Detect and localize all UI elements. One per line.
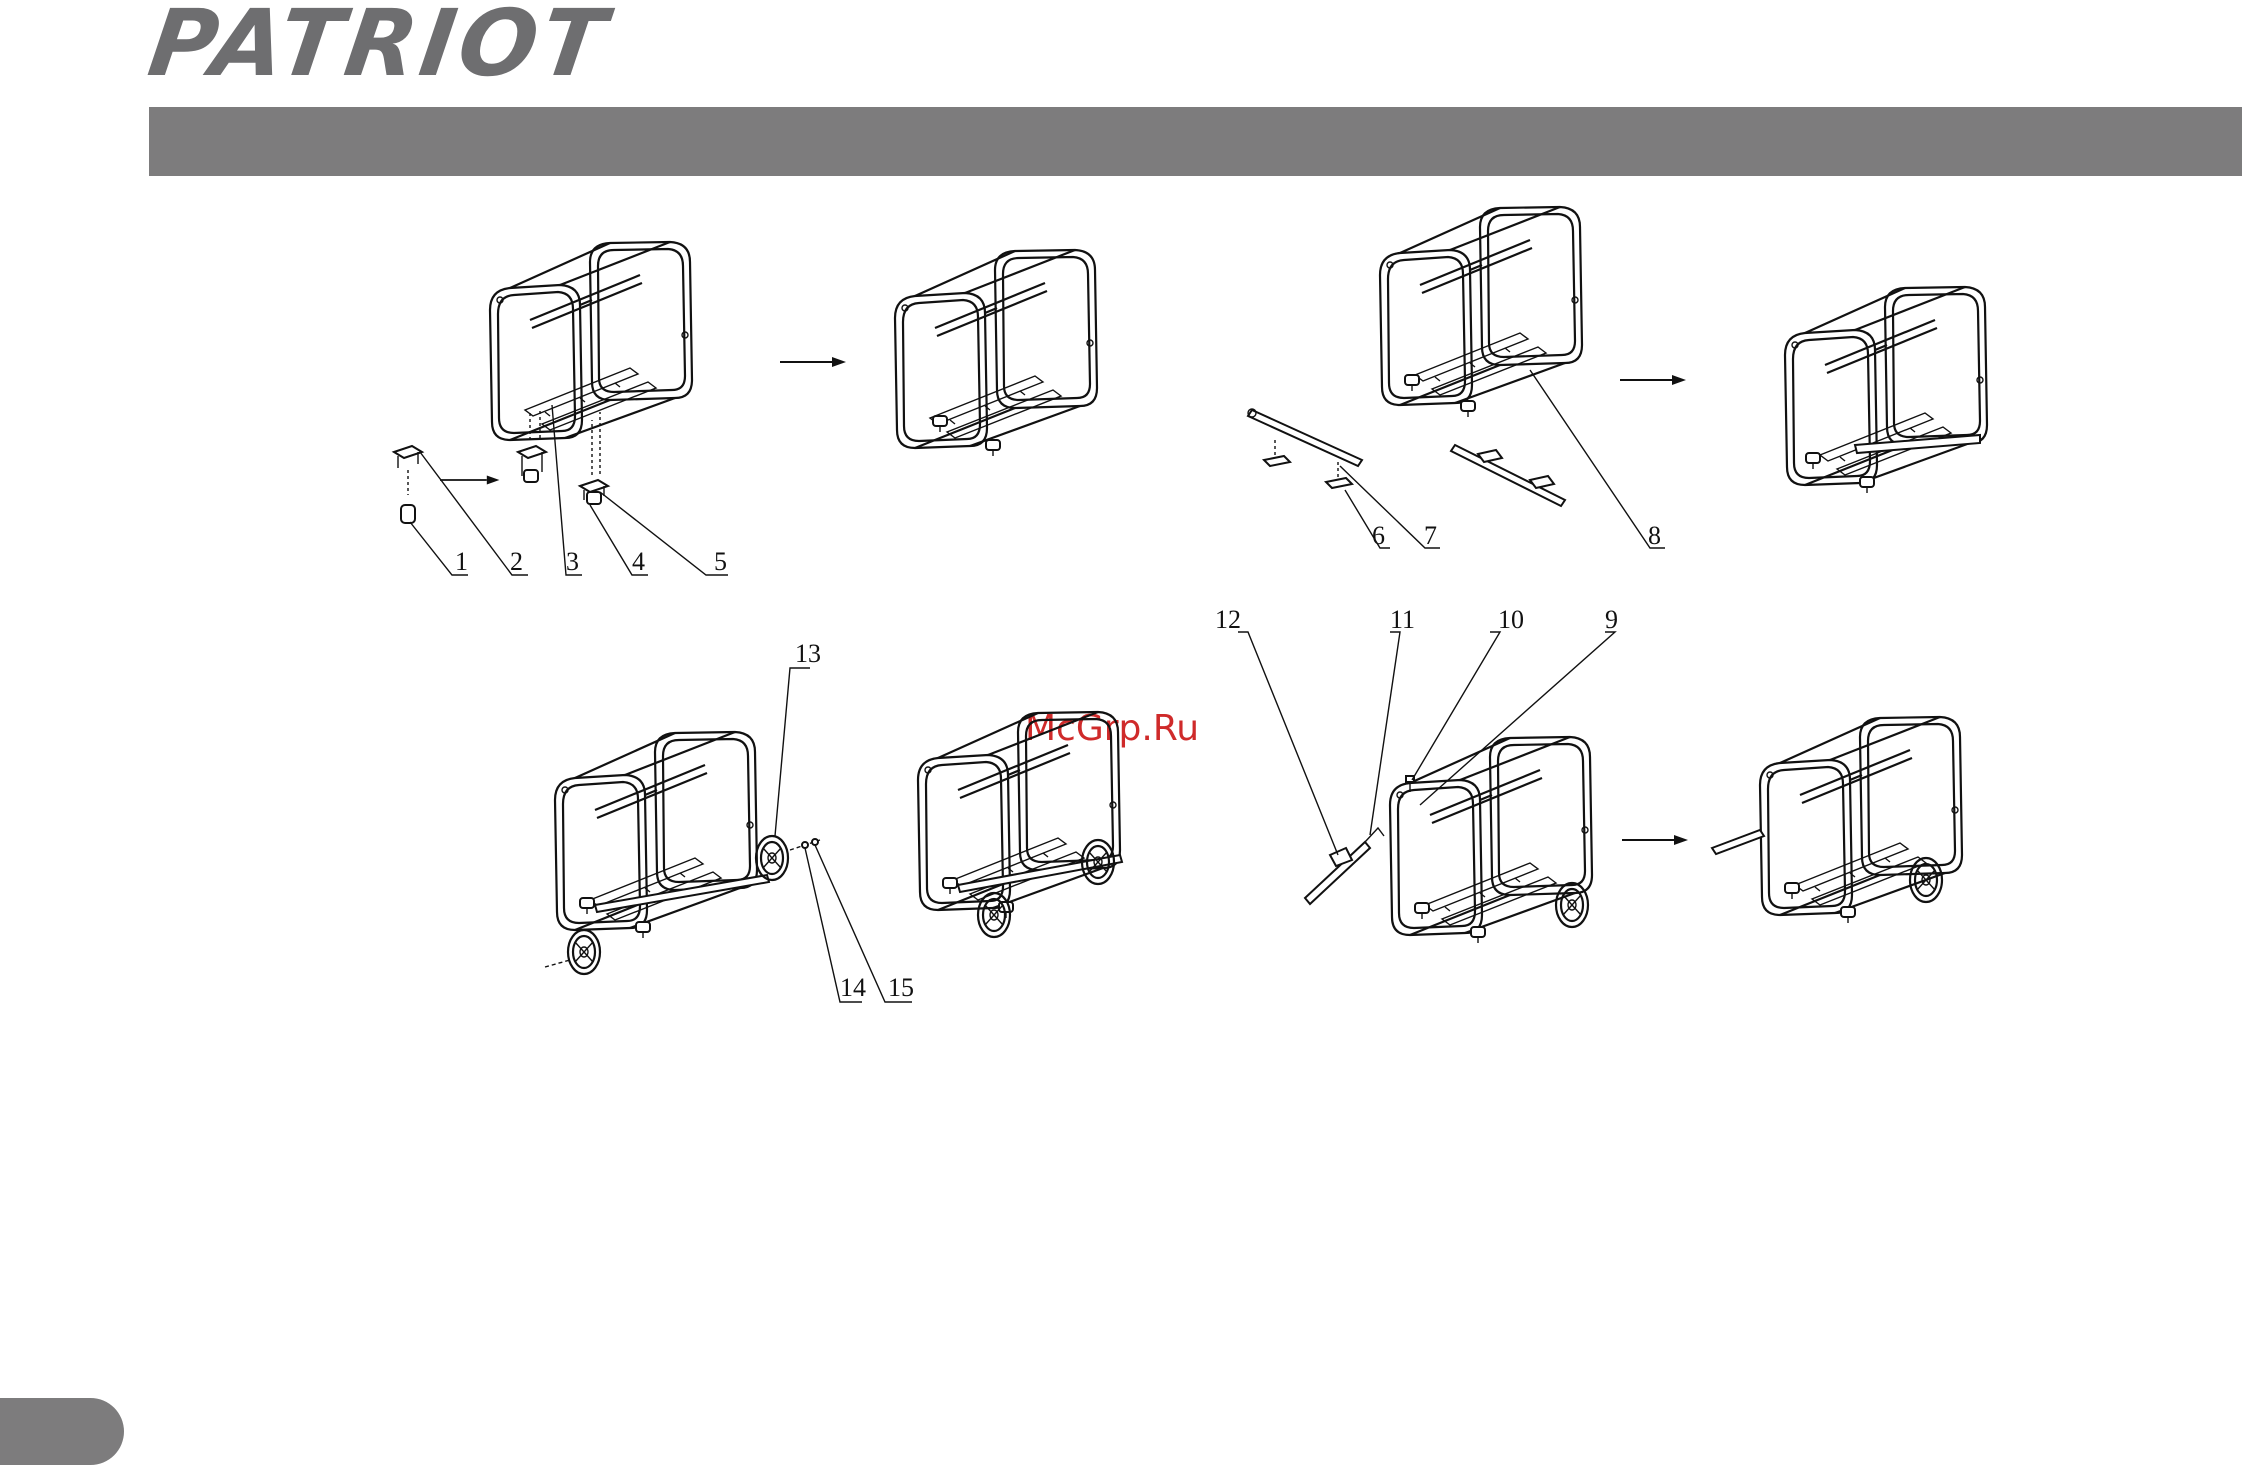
frame-step4-result xyxy=(1760,717,1962,923)
callout-9: 9 xyxy=(1605,605,1618,634)
callout-8: 8 xyxy=(1648,521,1661,550)
callout-6: 6 xyxy=(1372,521,1385,550)
callout-4: 4 xyxy=(632,547,645,576)
frame-step1-exploded xyxy=(490,242,692,440)
frame-step3-exploded xyxy=(555,732,769,938)
wheel-part xyxy=(568,930,600,974)
right-arrow-icon xyxy=(1620,375,1686,385)
callout-2: 2 xyxy=(510,547,523,576)
frame-step2-result xyxy=(1785,287,1987,493)
axle-bar-part xyxy=(1451,445,1565,506)
wheel-part xyxy=(1082,840,1114,884)
callout-5: 5 xyxy=(714,547,727,576)
callout-15: 15 xyxy=(888,973,914,1002)
handle-bar-part xyxy=(1248,409,1362,488)
callout-1: 1 xyxy=(455,547,468,576)
callout-10: 10 xyxy=(1498,605,1524,634)
callout-7: 7 xyxy=(1424,521,1437,550)
wheel-part xyxy=(1556,883,1588,927)
leaders-step3 xyxy=(775,668,912,1002)
frame-step1-result xyxy=(895,250,1097,456)
wheel-part xyxy=(1910,858,1942,902)
callout-11: 11 xyxy=(1390,605,1415,634)
leaders-step2 xyxy=(1340,370,1665,548)
frame-step3-result xyxy=(918,712,1122,918)
wheel-part xyxy=(756,836,788,880)
callout-12: 12 xyxy=(1215,605,1241,634)
wheel-part xyxy=(978,893,1010,937)
callout-14: 14 xyxy=(840,973,866,1002)
callout-13: 13 xyxy=(795,639,821,668)
right-arrow-icon xyxy=(780,357,846,367)
callout-3: 3 xyxy=(566,547,579,576)
right-arrow-icon xyxy=(1622,835,1688,845)
frame-step2-exploded xyxy=(1380,207,1582,417)
